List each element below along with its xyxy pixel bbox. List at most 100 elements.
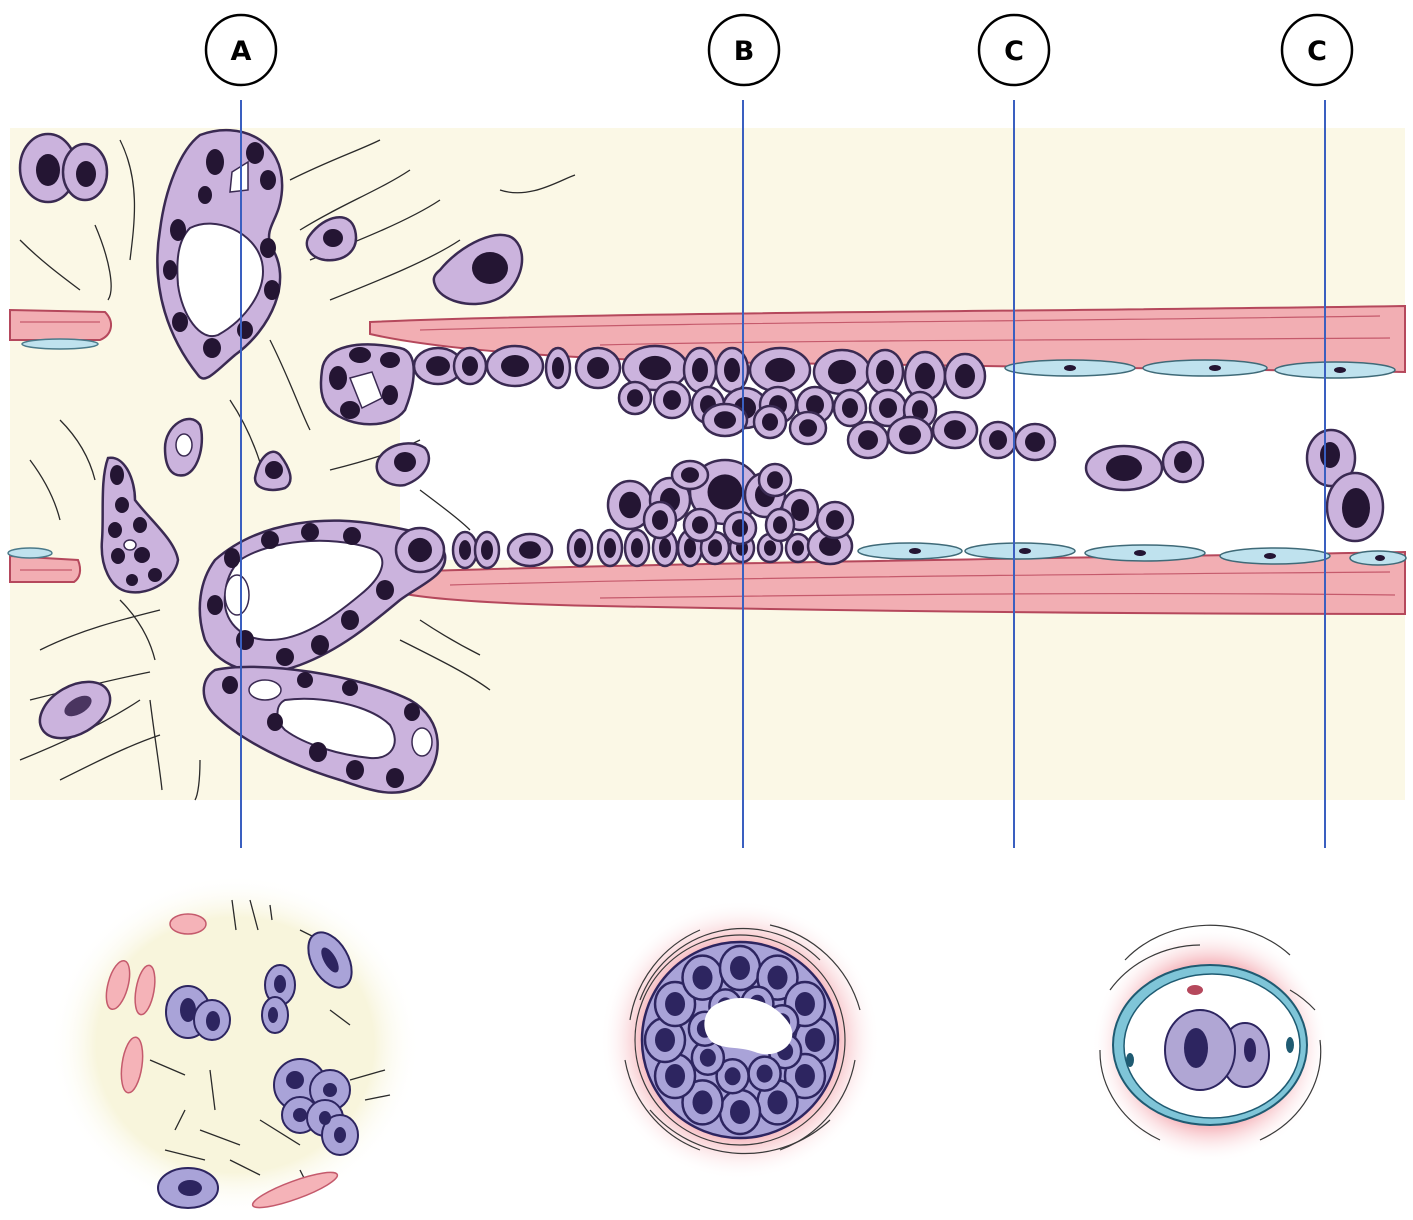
cell-nucleus: [944, 420, 966, 440]
epithelial-cell: [945, 354, 985, 398]
cell-nucleus: [700, 1049, 716, 1067]
cell-nucleus: [876, 360, 894, 384]
cell-nucleus: [730, 1100, 750, 1124]
epithelial-cell: [790, 412, 826, 444]
cell-nucleus: [619, 492, 641, 518]
upper-epithelial-cluster: [321, 344, 414, 424]
cell-nucleus: [989, 430, 1007, 450]
cell-nucleus: [828, 360, 856, 384]
cell-nucleus: [795, 1064, 815, 1088]
cell-nucleus: [767, 471, 783, 489]
cell-nucleus: [665, 1064, 685, 1088]
epithelial-cell: [475, 532, 499, 568]
cell-nucleus: [799, 419, 817, 437]
cell-nucleus: [1025, 432, 1045, 452]
longitudinal-section: [8, 128, 1406, 800]
cross-section-c: [1092, 925, 1328, 1163]
epithelial-cell: [933, 412, 977, 448]
cell-nucleus: [764, 540, 776, 555]
cell-nucleus: [792, 540, 804, 555]
cell-nucleus: [519, 541, 541, 559]
cell-nucleus: [773, 516, 787, 534]
label-b-text: B: [734, 36, 755, 67]
epithelial-cell: [980, 422, 1016, 458]
cell-nucleus: [501, 355, 529, 377]
cell-nucleus: [693, 1090, 713, 1114]
cell-nucleus: [858, 430, 878, 450]
stromal-cell: [63, 144, 107, 200]
cell-nucleus: [724, 358, 740, 382]
epithelial-cell: [684, 509, 716, 541]
label-c-first: C: [979, 15, 1049, 85]
left-vessel-fragment-bottom: [10, 556, 80, 582]
epithelial-cell: [546, 348, 570, 388]
cell-nucleus: [426, 356, 450, 376]
epithelial-cell: [396, 528, 444, 572]
cell-nucleus: [768, 1090, 788, 1114]
floating-cell: [1163, 442, 1203, 482]
cell-nucleus: [708, 474, 743, 509]
epithelial-cell: [834, 390, 866, 426]
cell-nucleus: [765, 358, 795, 382]
cell-nucleus: [459, 540, 471, 560]
cell-nucleus: [805, 1028, 825, 1052]
cell-nucleus: [708, 539, 722, 557]
epithelial-cell: [625, 530, 649, 566]
cell-nucleus: [714, 411, 736, 429]
cell-nucleus: [587, 357, 609, 379]
epithelial-cell: [672, 461, 708, 489]
epithelial-cell: [644, 502, 676, 538]
epithelial-cell: [684, 348, 716, 392]
cell-nucleus: [627, 389, 643, 407]
epithelial-cell: [508, 534, 552, 566]
cross-section-a: [50, 875, 420, 1215]
cell-nucleus: [757, 1065, 773, 1083]
cell-nucleus: [652, 510, 668, 530]
cell-nucleus: [768, 966, 788, 990]
epithelial-cell: [454, 348, 486, 384]
epithelial-cell: [749, 1057, 781, 1091]
cell-nucleus: [659, 538, 671, 558]
epithelial-cell: [703, 404, 747, 436]
label-a: A: [206, 15, 276, 85]
epithelial-cell: [754, 406, 786, 438]
cell-nucleus: [819, 536, 841, 556]
cell-nucleus: [655, 1028, 675, 1052]
epithelial-cell: [720, 946, 760, 990]
epithelial-cell: [720, 1090, 760, 1134]
cell-nucleus: [915, 363, 935, 389]
cell-nucleus: [955, 364, 975, 388]
epithelial-cell: [654, 382, 690, 418]
epithelial-cell: [766, 509, 794, 541]
cell-nucleus: [826, 510, 844, 530]
cell-nucleus: [879, 398, 897, 418]
epithelial-cell: [848, 422, 888, 458]
cell-nucleus: [899, 425, 921, 445]
cell-nucleus: [692, 358, 708, 382]
cell-nucleus: [692, 516, 708, 534]
cell-nucleus: [481, 540, 493, 560]
epithelial-cell: [750, 348, 810, 392]
epithelial-cell: [759, 464, 791, 496]
epithelial-cell: [487, 346, 543, 386]
cell-nucleus: [663, 390, 681, 410]
cell-nucleus: [693, 966, 713, 990]
epithelial-cell: [1015, 424, 1055, 460]
cell-nucleus: [639, 356, 671, 380]
epithelial-cell: [453, 532, 477, 568]
left-vessel-fragment-top: [10, 310, 111, 340]
epithelial-cell: [576, 348, 620, 388]
epithelial-cell: [817, 502, 853, 538]
cell-nucleus: [462, 356, 478, 376]
floating-cell: [1327, 473, 1383, 541]
epithelial-cell: [724, 512, 756, 544]
label-c-first-text: C: [1004, 36, 1024, 67]
floating-cell: [1086, 446, 1162, 490]
cell-nucleus: [408, 538, 432, 562]
cell-nucleus: [574, 538, 586, 558]
epithelial-cell: [598, 530, 622, 566]
label-c-second: C: [1282, 15, 1352, 85]
epithelial-cell: [619, 382, 651, 414]
cell-nucleus: [665, 992, 685, 1016]
